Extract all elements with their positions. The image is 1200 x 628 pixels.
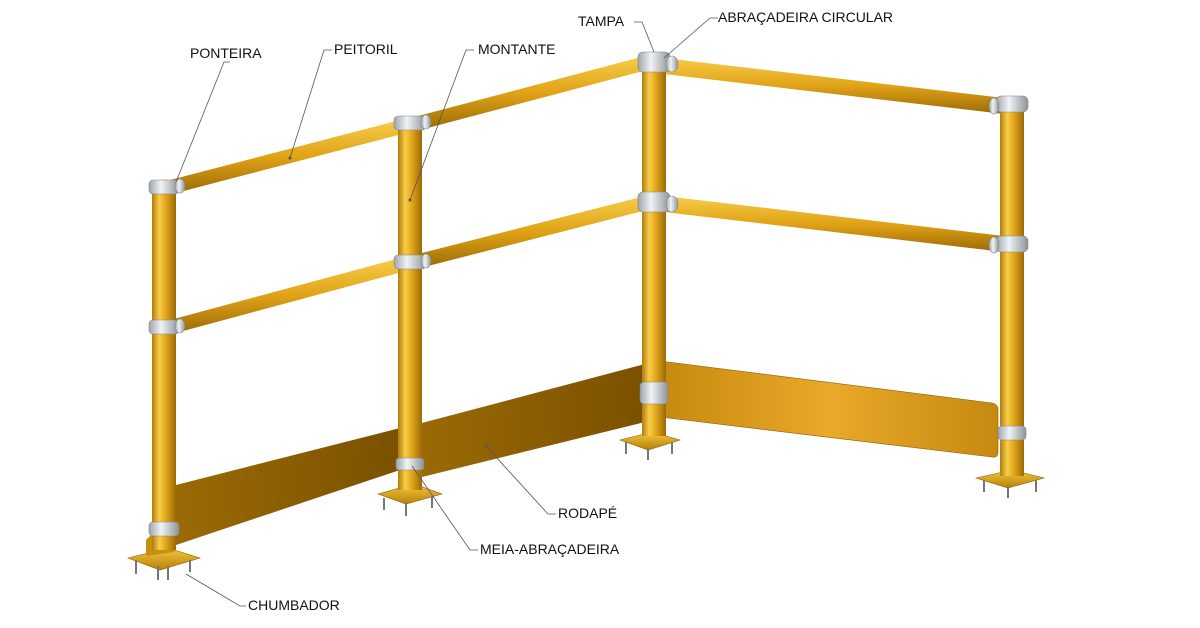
rails <box>170 56 1004 334</box>
post-3 <box>642 56 666 436</box>
toeboard-left-1 <box>176 428 400 545</box>
post-4 <box>1000 102 1024 476</box>
post-2 <box>398 122 422 490</box>
rail-end-cap <box>420 253 432 269</box>
mid-rail-left-2 <box>418 196 647 268</box>
rail-end-cap <box>420 114 432 130</box>
clamps <box>148 51 1029 537</box>
label-montante: MONTANTE <box>478 41 556 57</box>
rail-end-cap <box>988 236 1000 254</box>
base-clamp <box>148 521 180 537</box>
mid-clamp <box>637 191 671 213</box>
leader-dot <box>288 156 292 160</box>
callout-labels: PONTEIRA PEITORIL MONTANTE TAMPA ABRAÇAD… <box>190 9 893 613</box>
rail-end-cap <box>174 318 186 334</box>
top-clamp <box>148 179 180 195</box>
rail-end-cap <box>665 55 679 73</box>
rail-end-cap <box>174 178 186 194</box>
toeboard-group <box>176 361 999 545</box>
leader-montante <box>409 49 474 201</box>
leader-lines <box>175 17 718 607</box>
base-plate <box>618 431 682 451</box>
label-chumbador: CHUMBADOR <box>248 597 340 613</box>
leader-chumbador <box>185 573 246 607</box>
rail-end-cap <box>988 97 1000 115</box>
top-rail-right <box>664 58 1004 114</box>
top-clamp <box>995 95 1029 113</box>
base-plates <box>126 431 1046 571</box>
half-clamp <box>395 457 425 471</box>
mid-rail-left-1 <box>170 258 402 334</box>
rail-end-cap <box>665 195 679 213</box>
anchor-bolts <box>135 442 1037 580</box>
leader-ponteira <box>175 61 230 183</box>
label-rodape: RODAPÉ <box>558 505 617 521</box>
mid-clamp <box>995 235 1029 253</box>
label-peitoril: PEITORIL <box>334 41 398 57</box>
label-tampa: TAMPA <box>578 13 625 29</box>
mid-rail-right <box>664 196 1004 252</box>
leader-tampa <box>634 21 655 53</box>
label-ponteira: PONTEIRA <box>190 45 262 61</box>
toeboard-left-2 <box>418 364 645 478</box>
top-clamp <box>637 51 671 73</box>
leader-dot <box>484 444 488 448</box>
leader-dot <box>408 198 412 202</box>
half-clamp <box>997 425 1027 441</box>
post-1 <box>152 184 176 550</box>
toeboard-right <box>661 361 999 458</box>
label-abracadeira-circular: ABRAÇADEIRA CIRCULAR <box>718 9 893 25</box>
posts <box>151 51 1025 550</box>
mid-clamp <box>148 319 180 335</box>
leader-rodape <box>485 445 556 515</box>
leader-meia-abracadeira <box>411 465 478 551</box>
top-rail-left-1 <box>170 120 402 194</box>
half-clamp <box>639 381 669 405</box>
label-meia-abracadeira: MEIA-ABRAÇADEIRA <box>480 541 620 557</box>
top-rail-left-2 <box>418 56 647 130</box>
leader-abracadeira-circular <box>663 17 718 59</box>
leader-peitoril <box>289 49 332 159</box>
